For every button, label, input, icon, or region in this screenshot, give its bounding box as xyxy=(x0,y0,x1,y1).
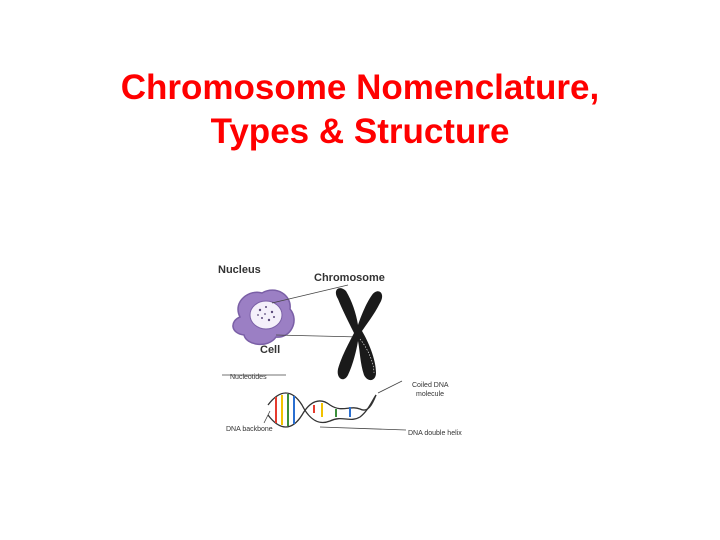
chromosome-diagram-svg: Nucleus Chromosome Cell Nucleotides Coil… xyxy=(210,255,500,445)
title-line-2: Types & Structure xyxy=(40,110,680,154)
nucleus-shape xyxy=(250,301,282,329)
label-coiled-dna-1: Coiled DNA xyxy=(412,382,449,389)
label-chromosome: Chromosome xyxy=(314,272,385,284)
chromosome-diagram: Nucleus Chromosome Cell Nucleotides Coil… xyxy=(210,255,500,445)
label-nucleus: Nucleus xyxy=(218,264,261,276)
label-dna-double-helix: DNA double helix xyxy=(408,430,462,437)
cell-illustration xyxy=(233,290,294,344)
chromosome-shape xyxy=(336,288,382,380)
label-coiled-dna-2: molecule xyxy=(416,391,444,398)
label-cell: Cell xyxy=(260,344,280,356)
label-dna-backbone: DNA backbone xyxy=(226,426,273,433)
slide-title: Chromosome Nomenclature, Types & Structu… xyxy=(40,66,680,154)
title-line-1: Chromosome Nomenclature, xyxy=(40,66,680,110)
label-nucleotides: Nucleotides xyxy=(230,374,267,381)
dna-helix xyxy=(268,393,376,427)
